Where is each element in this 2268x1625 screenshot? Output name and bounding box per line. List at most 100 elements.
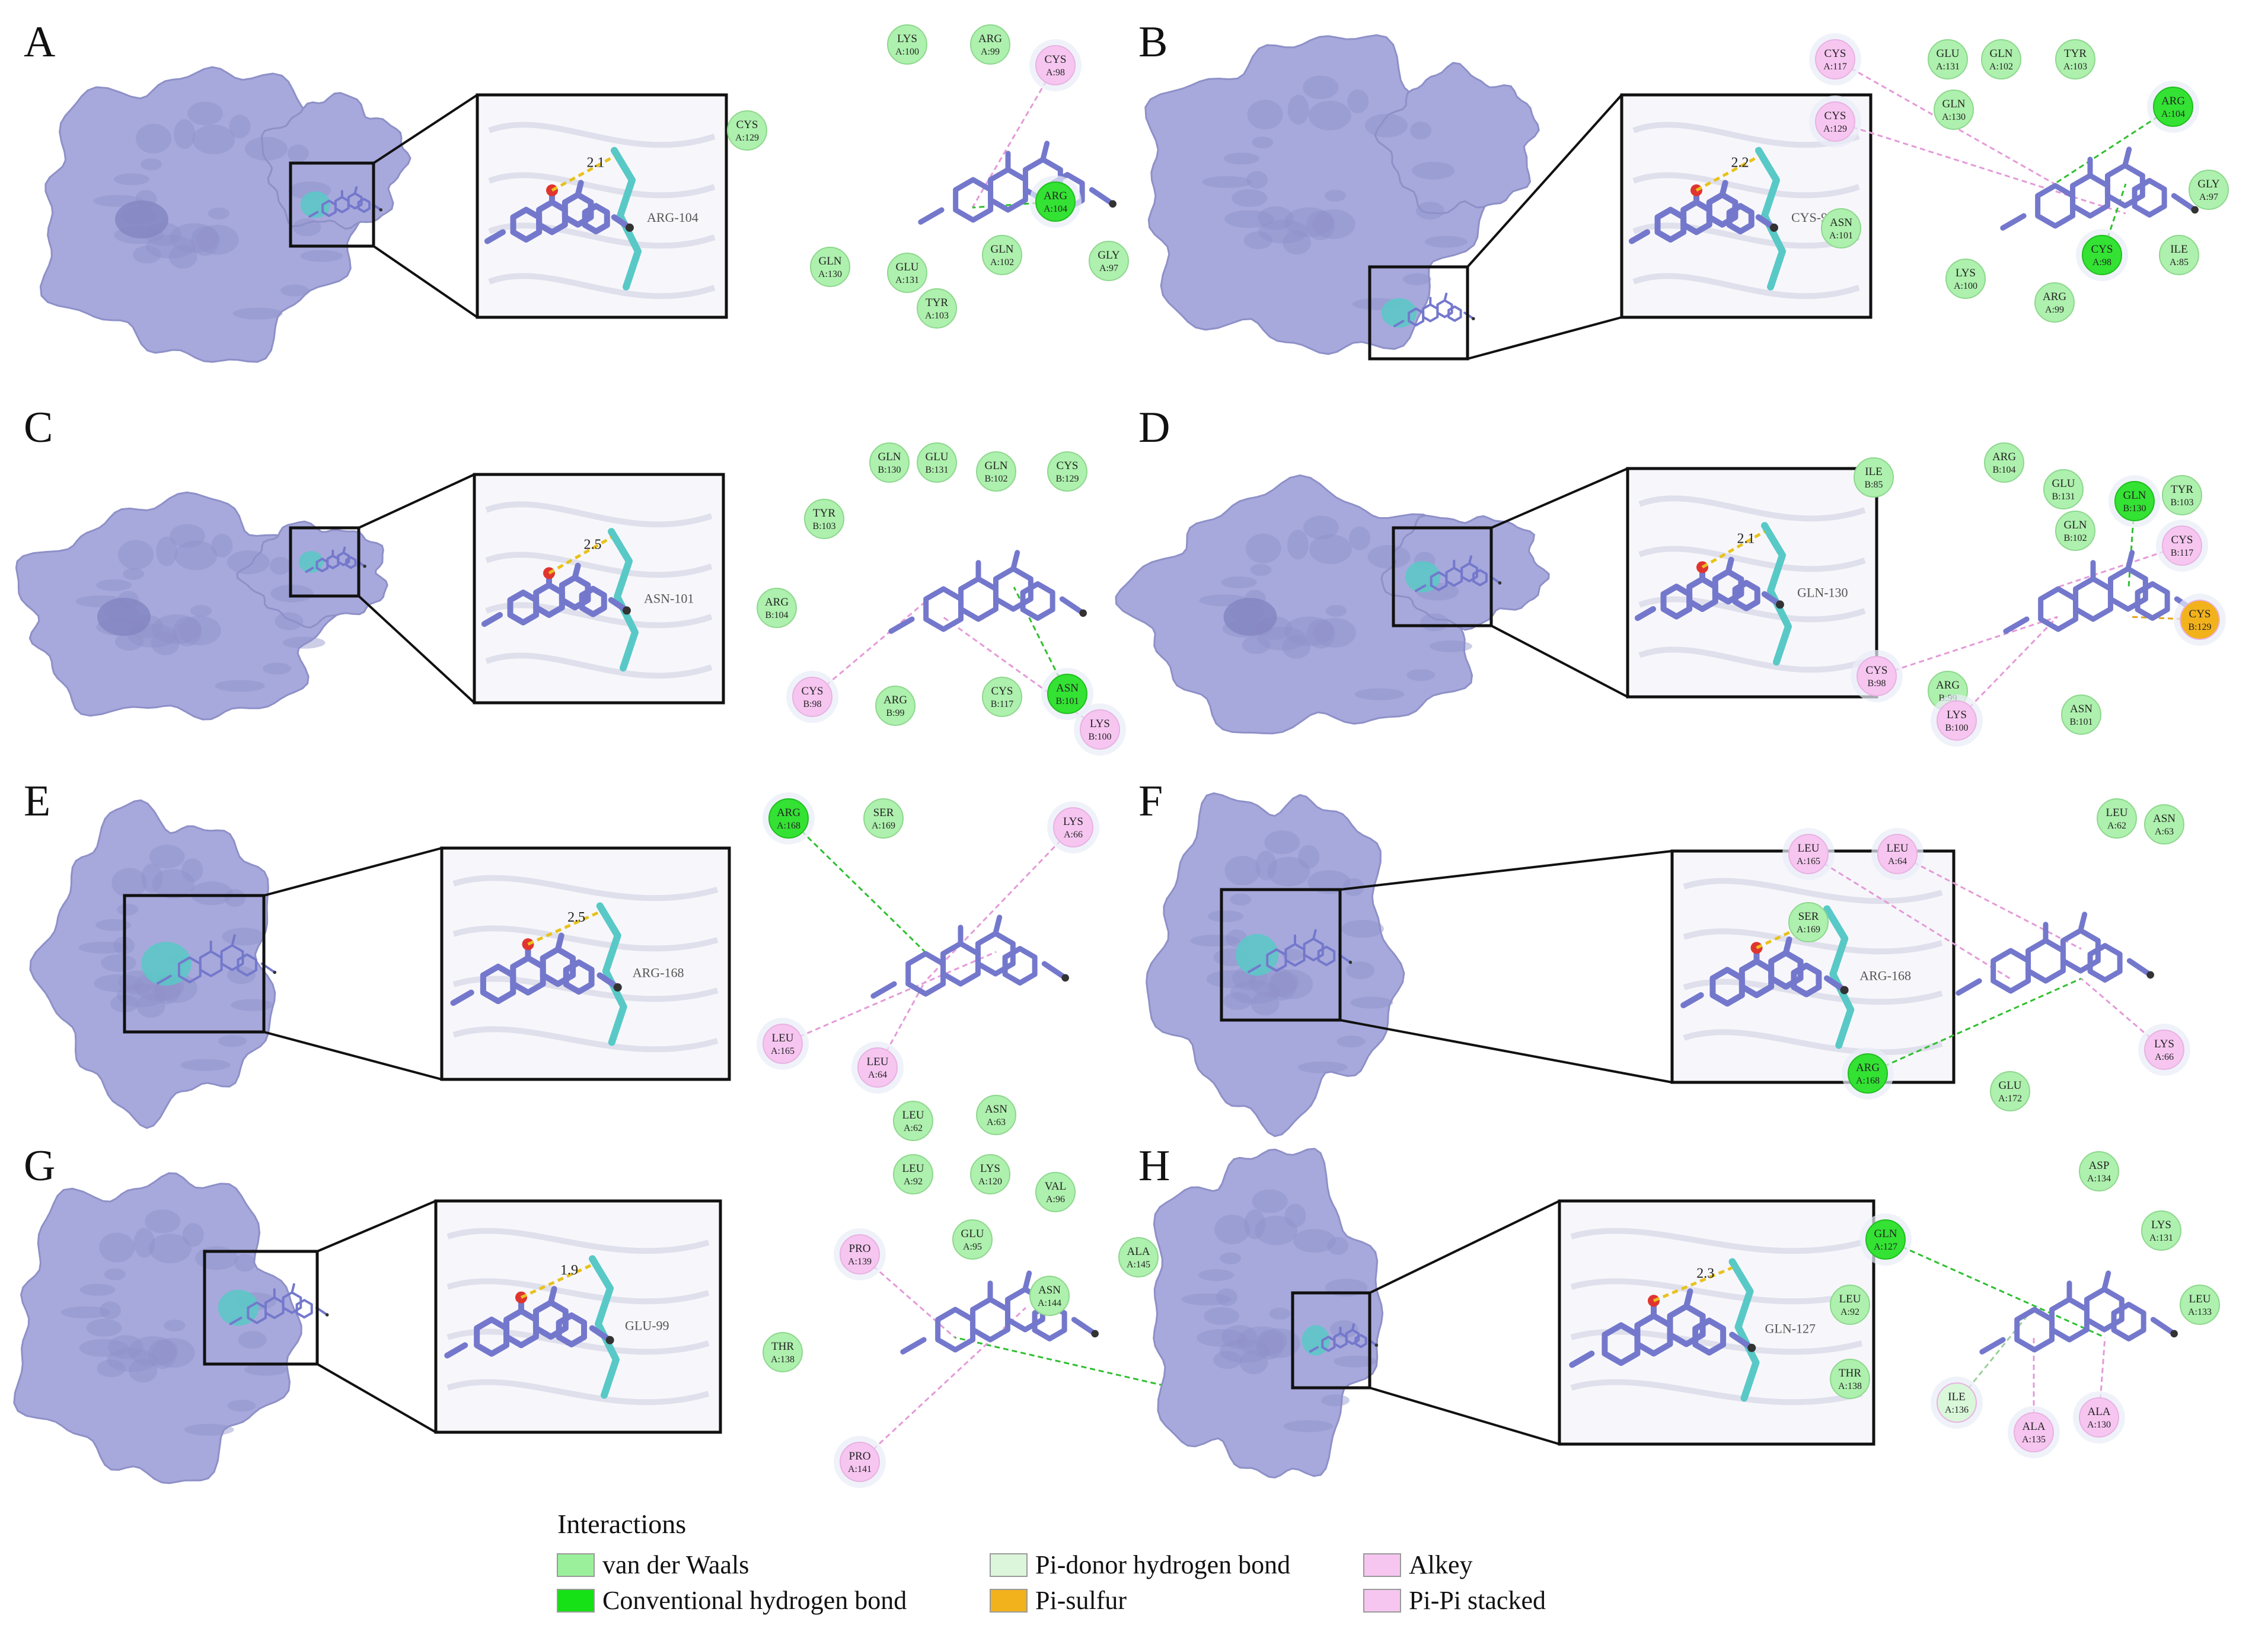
legend-title: Interactions [557, 1509, 686, 1539]
residue-name: GLN [1989, 47, 2012, 60]
residue-id: A:127 [1874, 1242, 1897, 1252]
interaction-line-alkyl [942, 616, 1100, 731]
residue-id: B:130 [878, 465, 901, 475]
residue-id: B:85 [1864, 480, 1883, 490]
residue-name: GLU [925, 451, 948, 463]
residue-name: CYS [1866, 664, 1888, 677]
residue-id: A:135 [2022, 1435, 2046, 1445]
residue-name: ARG [978, 33, 1002, 45]
ligand-2d [1979, 1270, 2178, 1355]
residue-id: A:120 [978, 1177, 1002, 1187]
selection-box [289, 161, 375, 248]
residue-name: CYS [991, 685, 1013, 697]
residue-id: A:138 [1838, 1381, 1862, 1391]
residue-id: A:102 [1989, 62, 2013, 72]
legend-label: Conventional hydrogen bond [602, 1586, 907, 1615]
residue-id: B:98 [1867, 678, 1886, 689]
legend-swatch [1363, 1553, 1401, 1577]
residue-name: LEU [2189, 1293, 2211, 1305]
residue-id: A:104 [2161, 109, 2185, 119]
residue-sticks [1728, 1258, 1760, 1402]
interaction-line-alkyl [1835, 120, 2126, 215]
ligand-sticks [1569, 1288, 1756, 1368]
interaction-line-hbond [2054, 106, 2174, 185]
residue-id: A:130 [2087, 1420, 2111, 1430]
residue-id: A:64 [868, 1070, 887, 1080]
residue-id: A:85 [2170, 257, 2189, 267]
residue-id: B:102 [984, 474, 1007, 484]
legend-item: van der Waals [557, 1550, 749, 1579]
residue-id: B:129 [2188, 622, 2211, 632]
selection-box [1368, 265, 1469, 361]
residue-id: A:139 [848, 1257, 872, 1267]
selection-box [289, 526, 361, 598]
residue-pisulfur: CYS B:129 [2174, 594, 2226, 646]
residue-name: GLN [1942, 98, 1965, 110]
residue-id: A:165 [771, 1046, 795, 1056]
residue-name: THR [1839, 1367, 1861, 1379]
residue-name: LYS [1063, 815, 1083, 828]
residue-name: TYR [926, 297, 948, 309]
residue-name: CYS [2189, 608, 2211, 620]
residue-id: A:131 [1936, 62, 1960, 72]
interaction-line-alkyl [782, 951, 997, 1045]
zoom-residue-label: GLN-130 [1797, 585, 1848, 600]
residue-alkyl: LYS A:66 [1047, 801, 1099, 853]
residue-name: GLU [961, 1228, 984, 1240]
residue-name: VAL [1045, 1180, 1067, 1193]
residue-sticks [1761, 522, 1792, 666]
interaction-line-alkyl [1897, 853, 2082, 950]
residue-id: B:131 [925, 465, 948, 475]
residue-name: GLU [1998, 1079, 2021, 1092]
residue-name: TYR [2064, 47, 2087, 60]
residue-id: A:63 [2155, 827, 2174, 837]
residue-id: A:141 [848, 1464, 872, 1474]
residue-id: A:136 [1945, 1405, 1969, 1415]
residue-name: ARG [2161, 95, 2185, 107]
residue-id: A:66 [1064, 830, 1083, 840]
ligand-thumbnail [157, 934, 277, 985]
residue-vdw: GLN A:102 [1981, 39, 2021, 79]
residue-id: B:100 [1945, 723, 1968, 733]
residue-id: A:130 [1942, 112, 1966, 122]
hbond-dash [1701, 530, 1766, 569]
zoom-residue-label: GLU-99 [625, 1318, 669, 1333]
residue-name: ILE [1948, 1391, 1966, 1403]
residue-id: B:104 [1992, 465, 2015, 475]
zoom-residue-label: GLN-127 [1765, 1321, 1816, 1336]
residue-name: CYS [2091, 243, 2113, 256]
residue-id: B:101 [2069, 717, 2092, 727]
hbond-dash [520, 1263, 594, 1299]
residue-name: GLN [2123, 489, 2146, 502]
residue-name: GLU [895, 261, 918, 273]
residue-vdw: GLN A:130 [1934, 90, 1974, 130]
residue-id: A:96 [1046, 1194, 1065, 1205]
legend-label: Pi-donor hydrogen bond [1035, 1550, 1290, 1579]
residue-name: ASN [1056, 682, 1079, 694]
residue-id: B:131 [2052, 492, 2075, 502]
